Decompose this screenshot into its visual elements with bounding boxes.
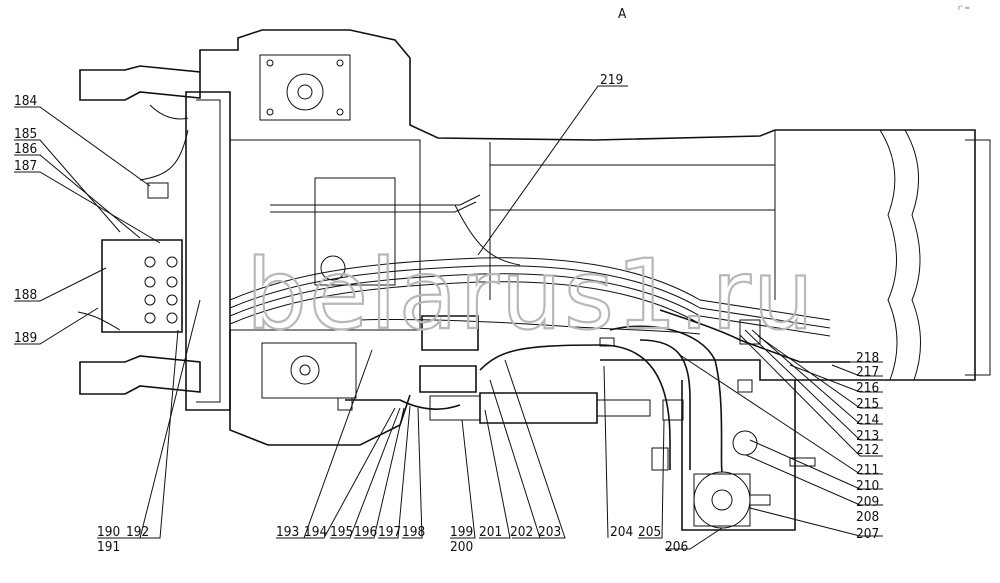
callout-186: 186	[14, 141, 37, 157]
callout-204: 204	[610, 524, 633, 540]
leader-lines	[14, 85, 883, 550]
callout-207: 207	[856, 526, 879, 542]
callout-192: 192	[126, 524, 149, 540]
callout-194: 194	[304, 524, 327, 540]
callout-205: 205	[638, 524, 661, 540]
watermark: belarus1.ru	[246, 239, 816, 351]
callout-203: 203	[538, 524, 561, 540]
callout-190: 190	[97, 524, 120, 540]
callout-211: 211	[856, 462, 879, 478]
callout-210: 210	[856, 478, 879, 494]
callout-214: 214	[856, 412, 879, 428]
callout-196: 196	[354, 524, 377, 540]
callout-201: 201	[479, 524, 502, 540]
callout-198: 198	[402, 524, 425, 540]
callout-188: 188	[14, 287, 37, 303]
callout-212: 212	[856, 442, 879, 458]
callout-193: 193	[276, 524, 299, 540]
callout-206: 206	[665, 539, 688, 555]
view-label: A	[618, 6, 627, 22]
callout-185: 185	[14, 126, 37, 142]
callout-202: 202	[510, 524, 533, 540]
callout-218: 218	[856, 350, 879, 366]
corner-mark: r' ═	[958, 4, 970, 12]
callout-216: 216	[856, 380, 879, 396]
callout-213: 213	[856, 428, 879, 444]
callout-208: 208	[856, 509, 879, 525]
callout-199: 199	[450, 524, 473, 540]
callout-189: 189	[14, 330, 37, 346]
callout-184: 184	[14, 93, 37, 109]
callout-195: 195	[330, 524, 353, 540]
callout-217: 217	[856, 364, 879, 380]
callout-197: 197	[378, 524, 401, 540]
callout-209: 209	[856, 494, 879, 510]
callout-187: 187	[14, 158, 37, 174]
callout-labels: 184 185 186 187 188 189 190 191 192 193 …	[14, 72, 879, 555]
callout-215: 215	[856, 396, 879, 412]
callout-200: 200	[450, 539, 473, 555]
callout-219: 219	[600, 72, 623, 88]
callout-191: 191	[97, 539, 120, 555]
